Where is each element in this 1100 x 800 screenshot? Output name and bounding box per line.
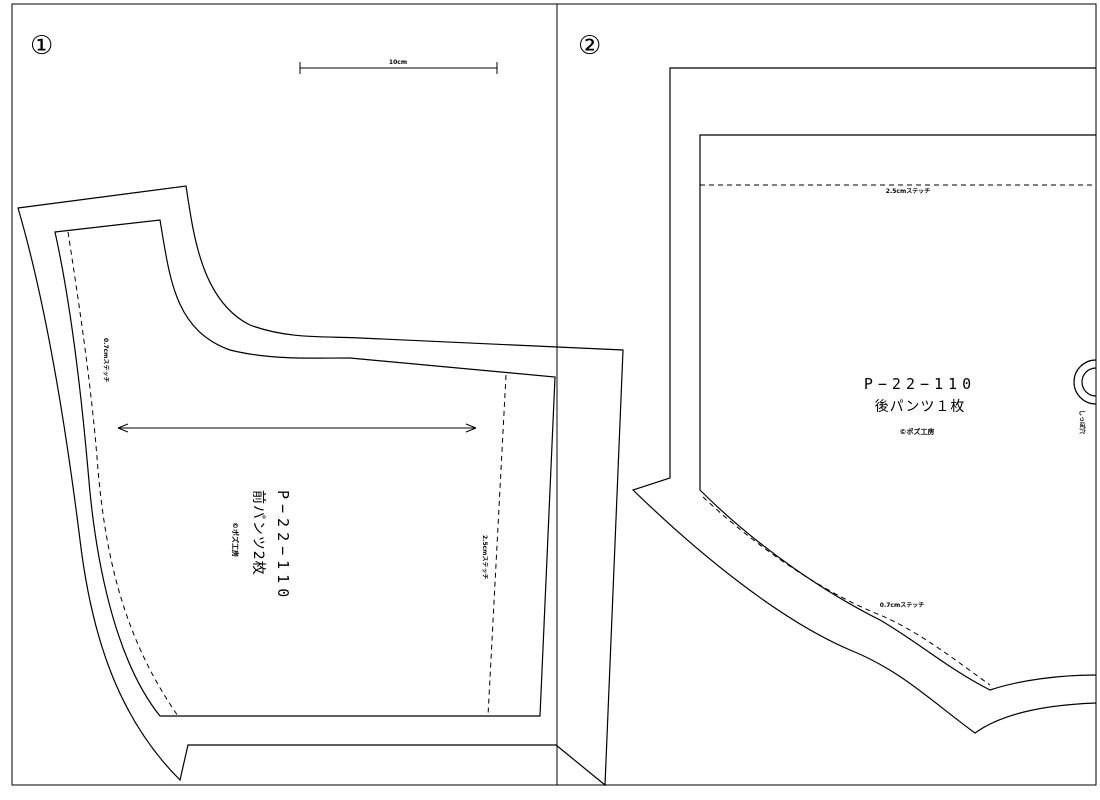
front-inner-seam-line bbox=[54, 219, 556, 717]
back-inner-seam-line bbox=[699, 134, 1097, 691]
front-pants-piece: 0.7cmステッチ 2.5cmステッチ P−22−110 前パンツ2枚 ©ポズ工… bbox=[17, 185, 624, 787]
back-stitch-top-label: 2.5cmステッチ bbox=[886, 188, 930, 195]
tail-hole-label: しっぽ穴 bbox=[1078, 410, 1086, 434]
scale-label: 10cm bbox=[389, 59, 407, 66]
back-pants-piece: しっぽ穴 2.5cmステッチ 0.7cmステッチ P−22−110 後パンツ１枚… bbox=[631, 67, 1097, 734]
back-piece-name: 後パンツ１枚 bbox=[875, 399, 966, 415]
front-stitch-left bbox=[67, 231, 179, 717]
panel-number-1: ① bbox=[30, 31, 53, 61]
front-stitch-left-label: 0.7cmステッチ bbox=[102, 338, 109, 382]
scale-bar: 10cm bbox=[299, 59, 498, 74]
front-outer-cut-line bbox=[17, 185, 624, 787]
front-piece-code: P−22−110 bbox=[274, 490, 292, 602]
back-piece-code: P−22−110 bbox=[864, 375, 976, 393]
panel-number-2: ② bbox=[578, 31, 601, 61]
front-grain-arrow bbox=[117, 423, 477, 433]
sheet-border bbox=[11, 3, 1097, 786]
back-outer-cut-line bbox=[631, 67, 1097, 734]
front-piece-name: 前パンツ2枚 bbox=[250, 490, 267, 576]
tail-hole-mark bbox=[1073, 359, 1097, 405]
front-stitch-right bbox=[487, 374, 507, 717]
front-stitch-right-label: 2.5cmステッチ bbox=[481, 535, 488, 579]
back-stitch-curve bbox=[702, 496, 991, 686]
front-piece-credit: ©ポズ工房 bbox=[231, 522, 240, 557]
back-piece-credit: ©ポズ工房 bbox=[900, 427, 935, 436]
back-stitch-curve-label: 0.7cmステッチ bbox=[880, 602, 924, 609]
